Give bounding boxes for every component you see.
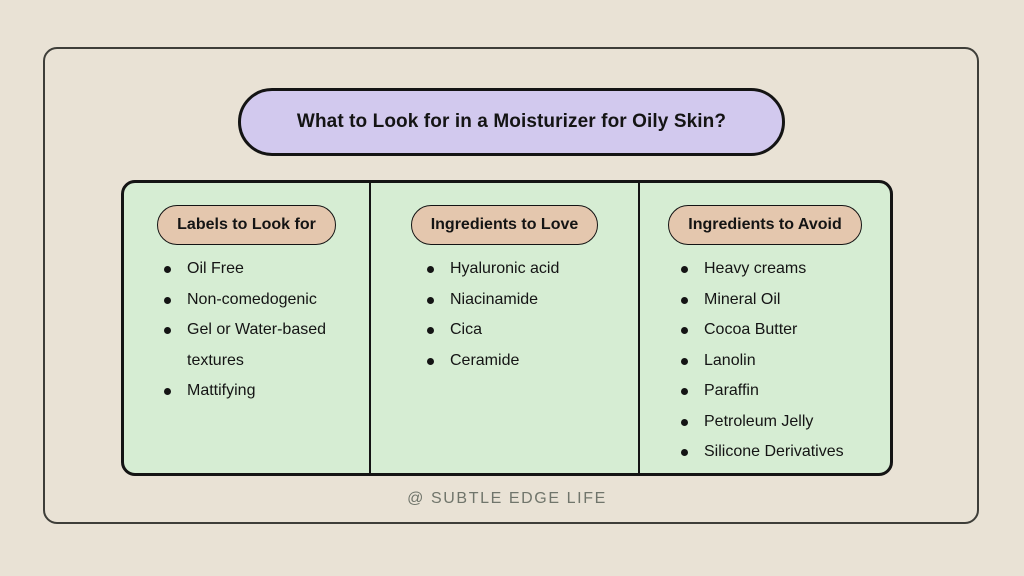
column-header-pill: Ingredients to Avoid: [668, 205, 862, 245]
column-header-label: Ingredients to Love: [430, 216, 579, 233]
list-item: Hyaluronic acid: [427, 254, 630, 285]
list-item: Heavy creams: [681, 254, 882, 285]
list-item: Silicone Derivatives: [681, 437, 882, 468]
list-item: Oil Free: [164, 254, 361, 285]
column-header-label: Labels to Look for: [177, 216, 316, 233]
footer-credit: @ SUBTLE EDGE LIFE: [407, 490, 607, 507]
column-header-pill: Labels to Look for: [157, 205, 336, 245]
list-item: Petroleum Jelly: [681, 407, 882, 438]
list-item: Mineral Oil: [681, 285, 882, 316]
list-item: Gel or Water-based textures: [164, 315, 361, 376]
list-item: Ceramide: [427, 346, 630, 377]
list-item: Lanolin: [681, 346, 882, 377]
list-item: Mattifying: [164, 376, 361, 407]
column-header-label: Ingredients to Avoid: [688, 216, 842, 233]
page-title: What to Look for in a Moisturizer for Oi…: [296, 111, 727, 132]
title-pill: What to Look for in a Moisturizer for Oi…: [238, 88, 785, 156]
column-header-pill: Ingredients to Love: [410, 205, 599, 245]
list-item: Non-comedogenic: [164, 285, 361, 316]
list-item: Cica: [427, 315, 630, 346]
list-item: Paraffin: [681, 376, 882, 407]
list-item: Niacinamide: [427, 285, 630, 316]
outer-frame: [43, 47, 979, 524]
list-item: Cocoa Butter: [681, 315, 882, 346]
